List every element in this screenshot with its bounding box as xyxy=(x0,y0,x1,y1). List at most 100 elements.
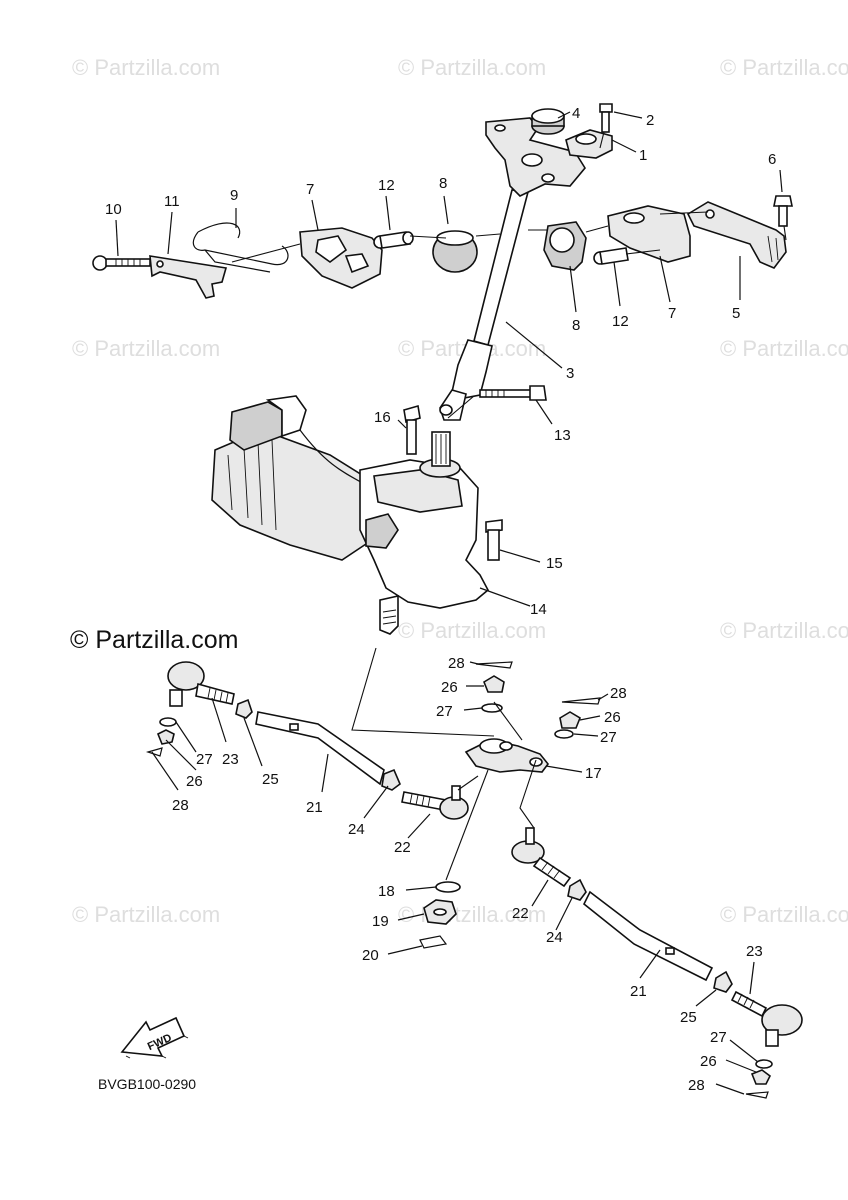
callout-10: 10 xyxy=(105,201,122,218)
watermark: © Partzilla.com xyxy=(720,618,848,643)
callout-20: 20 xyxy=(362,947,379,964)
lock-nut xyxy=(235,698,253,719)
center-line xyxy=(519,759,537,829)
callout-24: 24 xyxy=(546,929,563,946)
callout-4: 4 xyxy=(572,105,580,122)
bolt-head xyxy=(485,519,503,533)
output-spline-teeth xyxy=(382,609,397,625)
center-line xyxy=(447,395,475,419)
callout-8: 8 xyxy=(439,175,447,192)
tie-rod-tube xyxy=(582,890,714,982)
center-line xyxy=(625,249,661,255)
leader-line xyxy=(405,886,437,891)
callout-6: 6 xyxy=(768,151,776,168)
motor-fins xyxy=(227,439,277,531)
spring-clip xyxy=(204,249,271,273)
bracket-hole xyxy=(705,209,715,219)
callout-27: 27 xyxy=(600,729,617,746)
callout-11: 11 xyxy=(164,193,180,210)
watermark: © Partzilla.com xyxy=(720,55,848,80)
bolt-threads xyxy=(485,390,505,397)
center-line xyxy=(409,235,447,239)
steering-column-assembly xyxy=(439,103,613,421)
spring-clip xyxy=(192,231,289,266)
lock-nut xyxy=(713,970,733,993)
callout-28: 28 xyxy=(688,1077,705,1094)
bracket xyxy=(686,201,787,269)
bushing-holder-window xyxy=(344,253,370,274)
center-line xyxy=(493,701,523,741)
tie-rod-end-outer xyxy=(761,1004,803,1036)
leader-line xyxy=(397,913,425,921)
callout-2: 2 xyxy=(646,112,654,129)
right-tie-rod-assembly xyxy=(511,827,803,1099)
callout-9: 9 xyxy=(230,187,238,204)
callout-23: 23 xyxy=(746,943,763,960)
left-mount-parts xyxy=(92,222,478,299)
leader-line xyxy=(725,1059,757,1073)
leader-line xyxy=(695,989,717,1007)
callout-24: 24 xyxy=(348,821,365,838)
leader-line xyxy=(613,261,621,307)
callout-28: 28 xyxy=(448,655,465,672)
steering-column-shaft xyxy=(473,189,530,346)
fwd-arrow-shadow xyxy=(125,1035,189,1059)
leader-line xyxy=(363,785,389,819)
bolt-shank xyxy=(601,111,610,133)
nut xyxy=(483,675,505,693)
spline-teeth xyxy=(435,434,447,464)
center-line xyxy=(351,647,495,737)
tie-rod-end-outer xyxy=(167,661,205,691)
pitman-arm-assembly xyxy=(419,738,550,949)
leader-line xyxy=(545,765,583,773)
leader-line xyxy=(151,751,179,791)
callout-8: 8 xyxy=(572,317,580,334)
bolt-head xyxy=(403,404,421,424)
leader-line xyxy=(505,321,563,369)
bushing-holder-window xyxy=(315,235,348,263)
fwd-arrow: FWD xyxy=(120,1016,189,1059)
callout-27: 27 xyxy=(196,751,213,768)
tie-rod-end-thread xyxy=(730,990,768,1018)
column-bracket-hole xyxy=(541,173,555,183)
leader-line xyxy=(443,195,449,225)
tie-rod-tube xyxy=(255,711,385,786)
torque-sensor xyxy=(365,513,399,549)
callout-13: 13 xyxy=(554,427,571,444)
watermark-main: © Partzilla.com xyxy=(70,626,238,654)
bolt-16 xyxy=(403,404,421,455)
nut-hole xyxy=(433,908,447,916)
pitman-arm-hole xyxy=(529,757,543,767)
leader-line xyxy=(611,139,637,153)
leader-line xyxy=(175,721,197,753)
leader-line xyxy=(749,961,755,995)
left-tie-rod-assembly xyxy=(145,661,469,820)
callout-18: 18 xyxy=(378,883,395,900)
callout-27: 27 xyxy=(710,1029,727,1046)
callout-17: 17 xyxy=(585,765,602,782)
cotter-pin xyxy=(145,747,163,757)
thread-lines xyxy=(207,687,229,704)
leader-line xyxy=(479,587,531,607)
center-line xyxy=(457,775,479,791)
callout-26: 26 xyxy=(700,1053,717,1070)
column-bracket-hole xyxy=(494,124,506,132)
nut xyxy=(156,729,175,745)
cotter-pin xyxy=(475,661,513,669)
center-hardware xyxy=(475,661,601,739)
lock-nut xyxy=(381,768,401,791)
callout-1: 1 xyxy=(639,147,647,164)
watermark: © Partzilla.com xyxy=(720,902,848,927)
output-shaft xyxy=(379,595,399,635)
plate xyxy=(149,255,228,299)
leader-line xyxy=(715,1083,745,1095)
leader-line xyxy=(397,419,407,429)
callout-22: 22 xyxy=(512,905,529,922)
leader-line xyxy=(531,879,549,907)
tube-flat xyxy=(289,723,299,731)
leader-line xyxy=(211,697,227,743)
bracket-ribs xyxy=(767,235,779,263)
tube-flat xyxy=(665,947,675,955)
diagram-code: BVGB100-0290 xyxy=(98,1076,196,1092)
